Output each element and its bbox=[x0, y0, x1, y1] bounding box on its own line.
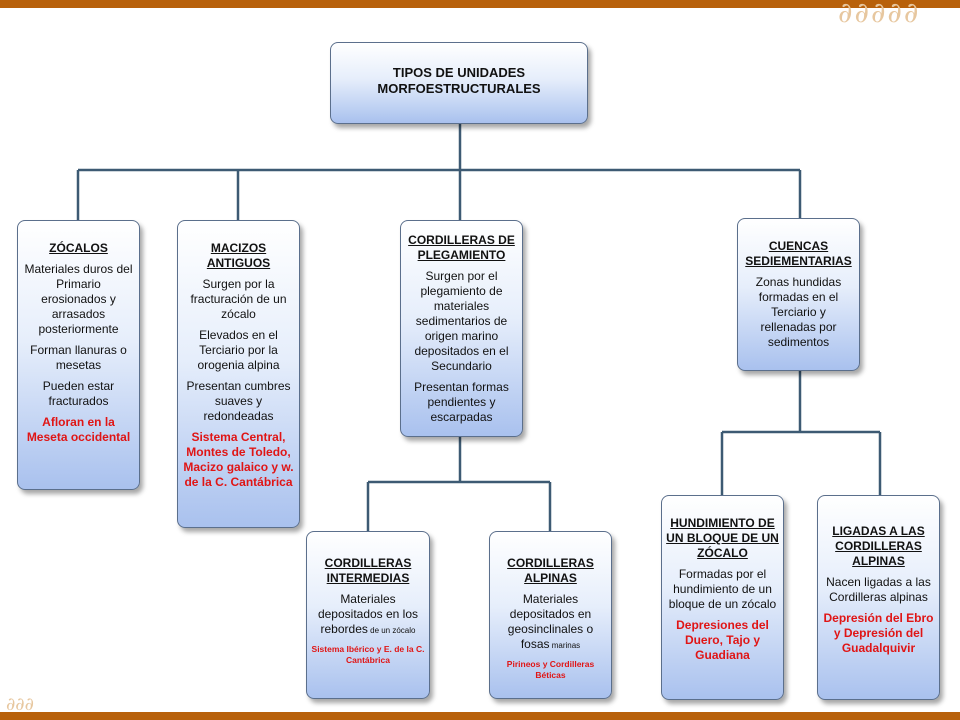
node-cuencas-sedimentarias: CUENCAS SEDIEMENTARIAS Zonas hundidas fo… bbox=[737, 218, 860, 371]
node-example: Pirineos y Cordilleras Béticas bbox=[506, 659, 595, 680]
node-text: Presentan formas pendientes y escarpadas bbox=[414, 380, 509, 424]
node-text: Nacen ligadas a las Cordilleras alpinas bbox=[826, 575, 931, 604]
node-example: Sistema Central, Montes de Toledo, Maciz… bbox=[183, 430, 294, 489]
node-text: Materiales duros del Primario erosionado… bbox=[24, 262, 133, 336]
node-example: Depresiones del Duero, Tajo y Guadiana bbox=[676, 618, 769, 662]
node-text: Surgen por el plegamiento de materiales … bbox=[414, 269, 509, 373]
node-title: HUNDIMIENTO DE UN BLOQUE DE UN ZÓCALO bbox=[666, 516, 779, 560]
node-example: Afloran en la Meseta occidental bbox=[26, 415, 131, 444]
node-text-main: Materiales depositados en geosinclinales… bbox=[507, 592, 594, 651]
node-text: Pueden estar fracturados bbox=[42, 379, 115, 408]
node-text: Formadas por el hundimiento de un bloque… bbox=[668, 567, 777, 611]
node-text: Elevados en el Terciario por la orogenia… bbox=[197, 328, 280, 372]
node-text: Forman llanuras o mesetas bbox=[30, 343, 127, 372]
root-title-line1: TIPOS DE UNIDADES bbox=[392, 65, 526, 80]
node-example: Depresión del Ebro y Depresión del Guada… bbox=[823, 611, 934, 655]
corner-decoration-bottom: ∂∂∂ bbox=[6, 694, 34, 715]
node-text-small: de un zócalo bbox=[367, 626, 416, 635]
node-text: Materiales depositados en los rebordes d… bbox=[311, 592, 425, 638]
node-title: CORDILLERAS INTERMEDIAS bbox=[324, 556, 412, 585]
top-accent-bar bbox=[0, 0, 960, 8]
root-node: TIPOS DE UNIDADES MORFOESTRUCTURALES bbox=[330, 42, 588, 124]
node-hundimiento-bloque: HUNDIMIENTO DE UN BLOQUE DE UN ZÓCALO Fo… bbox=[661, 495, 784, 700]
bottom-accent-bar bbox=[0, 712, 960, 720]
node-title: CORDILLERAS DE PLEGAMIENTO bbox=[408, 233, 515, 262]
node-text: Materiales depositados en geosinclinales… bbox=[494, 592, 607, 653]
node-title: ZÓCALOS bbox=[49, 241, 108, 255]
node-cordilleras-intermedias: CORDILLERAS INTERMEDIAS Materiales depos… bbox=[306, 531, 430, 699]
node-text: Presentan cumbres suaves y redondeadas bbox=[186, 379, 291, 423]
node-macizos-antiguos: MACIZOS ANTIGUOS Surgen por la fracturac… bbox=[177, 220, 300, 528]
node-example: Sistema Ibérico y E. de la C. Cantábrica bbox=[311, 644, 425, 665]
node-cordilleras-plegamiento: CORDILLERAS DE PLEGAMIENTO Surgen por el… bbox=[400, 220, 523, 437]
node-text: Surgen por la fracturación de un zócalo bbox=[190, 277, 287, 321]
root-title-line2: MORFOESTRUCTURALES bbox=[377, 81, 541, 96]
corner-decoration-top: ∂∂∂∂∂ bbox=[838, 0, 921, 29]
node-title: LIGADAS A LAS CORDILLERAS ALPINAS bbox=[832, 524, 925, 568]
node-title: MACIZOS ANTIGUOS bbox=[206, 241, 271, 270]
node-title: CORDILLERAS ALPINAS bbox=[507, 556, 594, 585]
node-cordilleras-alpinas: CORDILLERAS ALPINAS Materiales depositad… bbox=[489, 531, 612, 699]
node-text-small: marinas bbox=[549, 641, 581, 650]
node-zocalos: ZÓCALOS Materiales duros del Primario er… bbox=[17, 220, 140, 490]
node-text: Zonas hundidas formadas en el Terciario … bbox=[755, 275, 842, 349]
node-ligadas-cordilleras-alpinas: LIGADAS A LAS CORDILLERAS ALPINAS Nacen … bbox=[817, 495, 940, 700]
node-text-main: Materiales depositados en los rebordes bbox=[317, 592, 419, 636]
node-title: CUENCAS SEDIEMENTARIAS bbox=[745, 239, 852, 268]
